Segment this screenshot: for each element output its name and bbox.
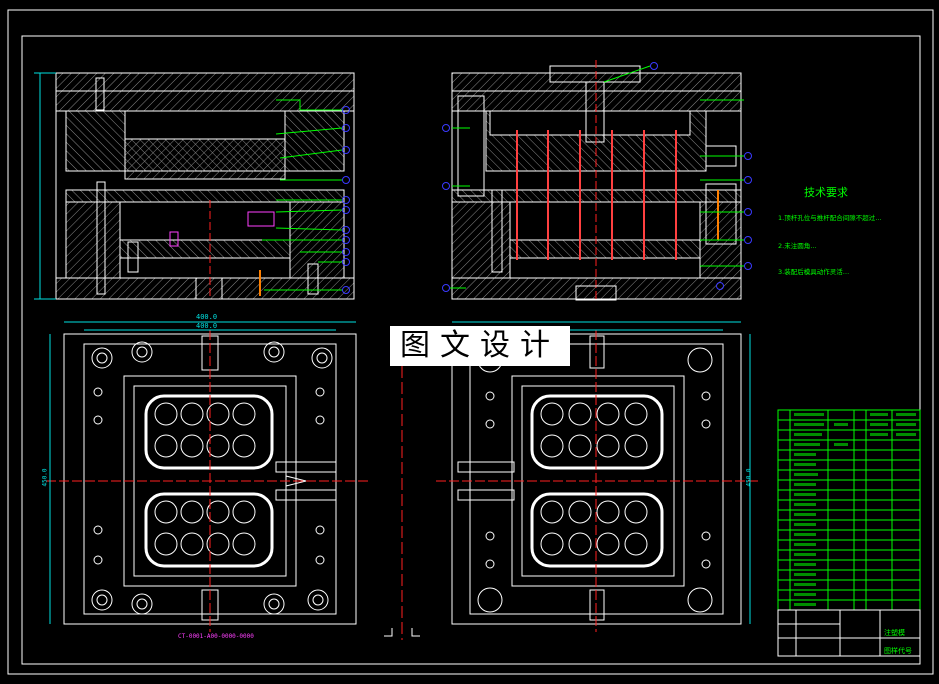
drawing-frame-outer <box>7 9 934 675</box>
tech-note-2: 2.未注圆角… <box>778 242 817 250</box>
part-label: CT-0001-A00-0000-0000 <box>178 633 254 640</box>
dim-top-width-left: 400.0 <box>196 313 218 321</box>
dim-height-right: 450.0 <box>745 468 753 487</box>
dim-height-left: 450.0 <box>41 468 49 487</box>
cut-mark-right <box>411 628 420 637</box>
section-view-left <box>34 72 355 300</box>
plan-view-left <box>46 321 370 632</box>
tech-note-3: 3.装配后模具动作灵活… <box>778 268 850 276</box>
watermark: 图文设计 <box>390 326 570 366</box>
tech-requirements-title: 技术要求 <box>804 186 848 199</box>
dim-top-width2-left: 400.0 <box>196 322 218 330</box>
title-block <box>777 609 921 657</box>
drawing-frame-inner <box>21 35 921 665</box>
tech-note-1: 1.顶杆孔位与推杆配合间隙不超过… <box>778 214 882 222</box>
bom-fill <box>794 413 916 606</box>
plan-view-right <box>436 321 760 632</box>
cut-mark-left <box>384 628 393 637</box>
title-block-code: 图样代号 <box>884 647 912 655</box>
section-view-right <box>442 60 752 301</box>
bom-table <box>777 409 921 611</box>
title-block-name: 注塑模 <box>884 629 905 637</box>
